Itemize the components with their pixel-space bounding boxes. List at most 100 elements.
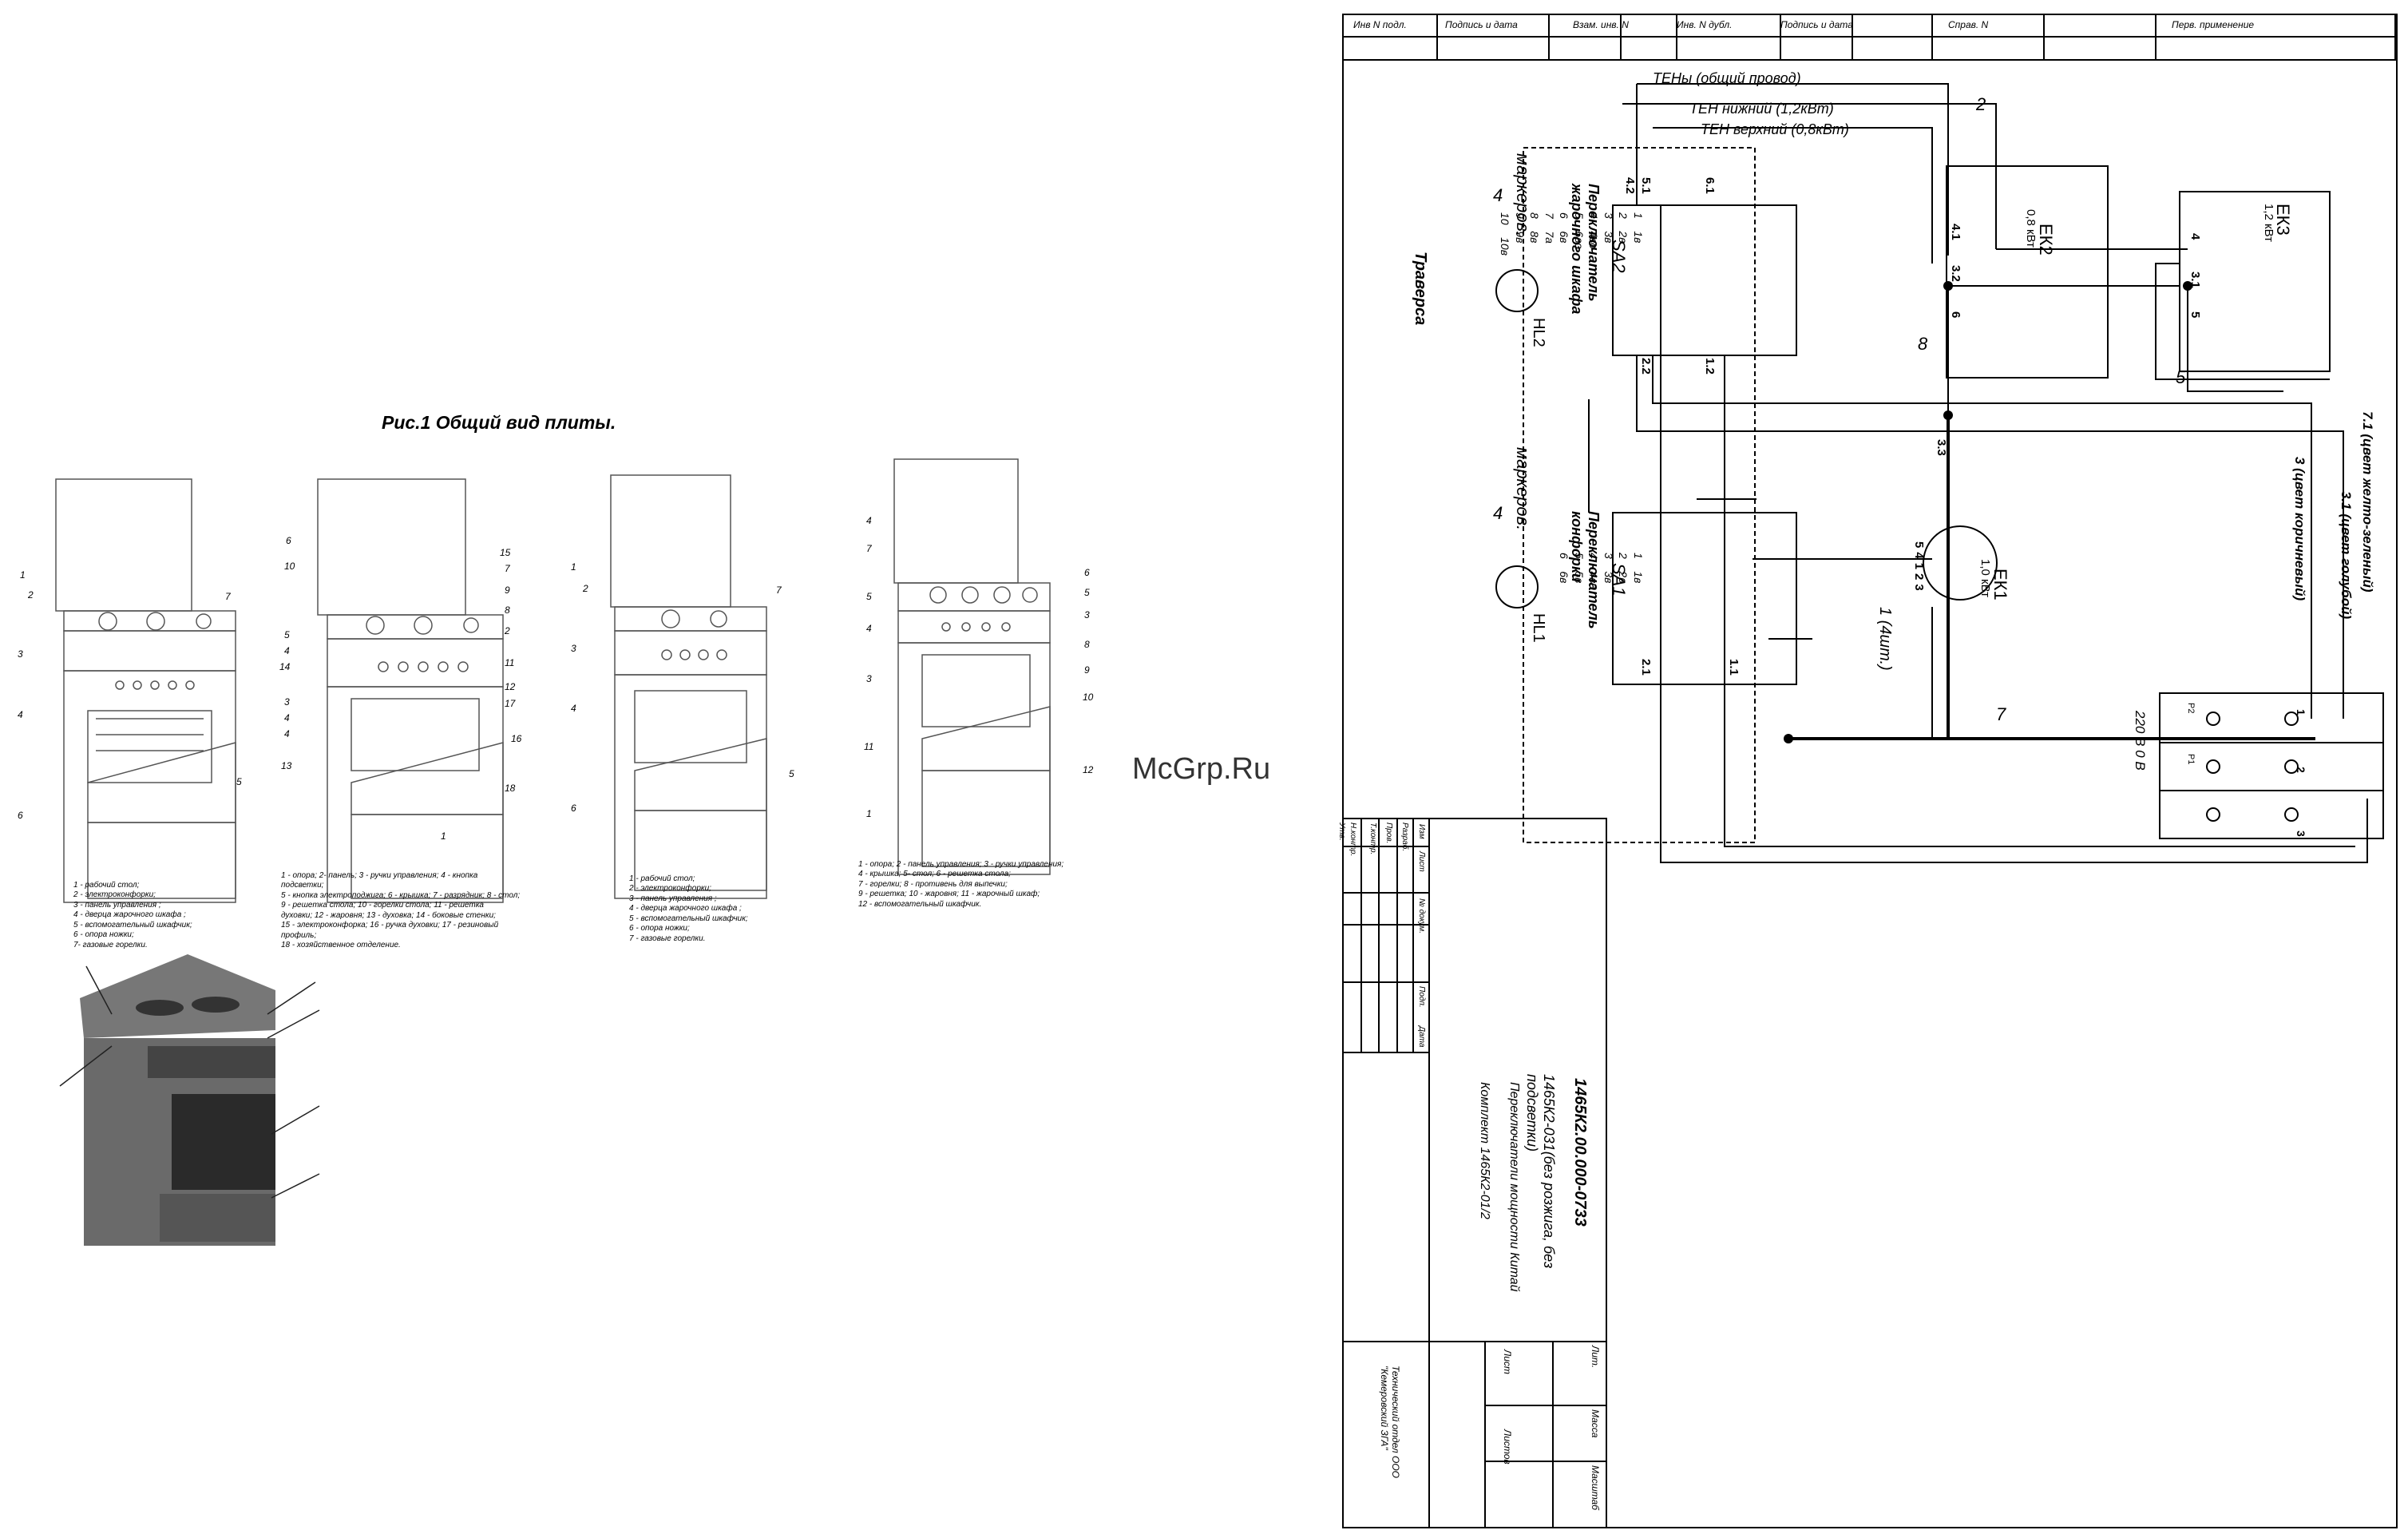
tb-col-izm: Изм: [1417, 824, 1426, 839]
ek1-heater: [1923, 525, 1998, 601]
num-3-1: 3.1: [2188, 272, 2202, 288]
s1-callout-6: 6: [18, 810, 23, 821]
s3-callout-3: 3: [571, 643, 576, 654]
stamp-perv-prim: Перв. применение: [2172, 19, 2255, 30]
tb-col-doc: № докум.: [1417, 898, 1426, 934]
s2-callout-11: 11: [505, 657, 515, 668]
sa2-term-42: 4.2: [1623, 177, 1637, 194]
title-line2: Переключатели мощности Китай: [1507, 1082, 1521, 1292]
sa1-rows: 1 1в 2 2в 3 3в 4 4во 5 5в 6 6в: [1558, 553, 1646, 589]
ek2-power: 0,8 кВт: [2024, 209, 2038, 248]
tb-masshtab: Масштаб: [1590, 1465, 1601, 1511]
s1-callout-5: 5: [236, 776, 242, 787]
num-7: 7: [1996, 704, 2006, 724]
hl1-lamp: [1495, 565, 1539, 608]
num-4c: 4: [2188, 233, 2202, 240]
s2-callout-18: 18: [505, 783, 516, 794]
title-block: [1342, 818, 1607, 1528]
s2-callout-10: 10: [284, 561, 295, 572]
stove-2: [317, 478, 504, 903]
s2-callout-6: 6: [286, 535, 291, 546]
sa1-term-11: 1.1: [1727, 659, 1741, 676]
ek2-name: ЕК2: [2036, 224, 2056, 256]
s2-callout-9: 9: [505, 585, 510, 596]
tb-col-podp: Подп.: [1417, 986, 1426, 1008]
ek1-power: 1,0 кВт: [1978, 559, 1992, 597]
num-5b: 5: [2188, 311, 2202, 319]
wire-upper-label: ТЕН верхний (0,8кВт): [1701, 121, 1849, 137]
s4-callout-6: 6: [1084, 567, 1090, 578]
tb-row-razrab: Разраб.: [1400, 823, 1409, 852]
sa2-term-22: 2.2: [1639, 358, 1653, 375]
terminal-block: [2159, 692, 2384, 839]
drawing-frame: [1342, 14, 2398, 1528]
s2-callout-3: 3: [284, 696, 290, 708]
stamp-inv-n: Инв N подл.: [1353, 19, 1407, 30]
ek3-heater: [2179, 191, 2331, 372]
s4-callout-7: 7: [866, 543, 872, 554]
tb-col-list: Лист: [1417, 851, 1426, 872]
terminal-p1: P1: [2186, 754, 2196, 765]
num-2: 2: [1976, 94, 1986, 114]
terminal-p2: P2: [2186, 703, 2196, 714]
s2-callout-16: 16: [511, 733, 522, 744]
tb-listov: Листов: [1502, 1429, 1513, 1465]
num-3-3: 3.3: [1935, 439, 1948, 456]
wire-yellow-green-label: 7.1 (цвет желто-зеленый): [2360, 411, 2375, 593]
figure-title: Рис.1 Общий вид плиты.: [382, 412, 616, 433]
s2-callout-5: 5: [284, 629, 290, 640]
s4-callout-3b: 3: [1084, 609, 1090, 620]
s4-callout-9: 9: [1084, 664, 1090, 676]
wire-lower-label: ТЕН нижний (1,2кВт): [1689, 101, 1834, 117]
s2-callout-12: 12: [505, 681, 516, 692]
num-6: 6: [1949, 311, 1962, 319]
title-line3: Комплект 1465К2-01/2: [1478, 1082, 1491, 1219]
s1-callout-2: 2: [28, 589, 34, 601]
s4-callout-3: 3: [866, 673, 872, 684]
s4-callout-1: 1: [866, 808, 872, 819]
sa1-term-21: 2.1: [1639, 659, 1653, 676]
stove-photo: [59, 954, 320, 1246]
terminal-2: 2: [2295, 767, 2307, 773]
traverse-label: Траверса: [1412, 252, 1429, 326]
stamp-sign-date-1: Подпись и дата: [1445, 19, 1518, 30]
stove-4-legend: 1 - опора; 2 - панель управления; 3 - ру…: [858, 859, 1064, 909]
s4-callout-5b: 5: [1084, 587, 1090, 598]
stove-4: [893, 458, 1051, 875]
s3-callout-7: 7: [776, 585, 782, 596]
num-4a: 4: [1493, 185, 1503, 205]
tb-massa: Масса: [1590, 1409, 1601, 1438]
stove-1-legend: 1 - рабочий стол;2 - электроконфорки;3 -…: [73, 880, 192, 949]
s2-callout-4c: 4: [284, 728, 290, 739]
s4-callout-11: 11: [864, 741, 874, 752]
tb-row-tkontr: Т.контр.: [1368, 823, 1377, 855]
num-8: 8: [1918, 334, 1928, 354]
s2-callout-17: 17: [505, 698, 516, 709]
s3-callout-4: 4: [571, 703, 576, 714]
hl2-lamp: [1495, 269, 1539, 312]
terminal-1: 1: [2295, 709, 2307, 715]
stamp-vzam-inv: Взам. инв. N: [1573, 19, 1629, 30]
s2-callout-2: 2: [505, 625, 510, 636]
s2-callout-8: 8: [505, 604, 510, 616]
ek3-power: 1,2 кВт: [2262, 204, 2275, 242]
terminal-3: 3: [2295, 830, 2307, 837]
stamp-sign-date-2: Подпись и дата: [1780, 19, 1853, 30]
s1-callout-3: 3: [18, 648, 23, 660]
stove-3-legend: 1 - рабочий стол;2 - электроконфорки;3 -…: [629, 874, 748, 943]
sa2-box: [1612, 204, 1797, 356]
stove-2-legend: 1 - опора; 2- панель; 3 - ручки управлен…: [281, 870, 521, 950]
tb-col-date: Дата: [1417, 1026, 1426, 1048]
tb-row-prov: Пров.: [1384, 823, 1393, 844]
s2-callout-14: 14: [279, 661, 291, 672]
stove-3: [610, 474, 767, 899]
hl1-name: HL1: [1530, 613, 1547, 643]
ek1-name: ЕК1: [1990, 569, 2010, 601]
sa2-term-12: 1.2: [1703, 358, 1717, 375]
s4-callout-4b: 4: [866, 623, 872, 634]
s1-callout-4: 4: [18, 709, 23, 720]
s2-callout-4b: 4: [284, 712, 290, 723]
tb-lit: Лит.: [1590, 1346, 1601, 1369]
sa1-box: [1612, 512, 1797, 685]
tb-row-nkontr: Н.контр.: [1349, 823, 1357, 857]
